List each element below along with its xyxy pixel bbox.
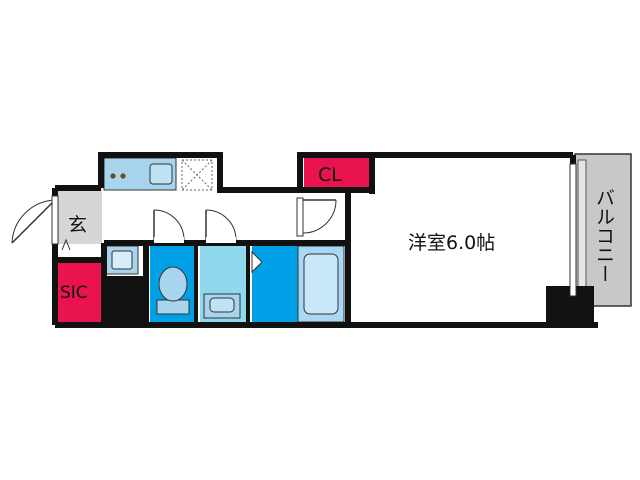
bathroom (251, 245, 345, 323)
stove-burner-icon (110, 173, 116, 179)
entrance-door[interactable] (11, 195, 59, 245)
entrance-floor (58, 188, 102, 244)
balcony: バルコニー (574, 153, 632, 307)
western-room-label: 洋室6.0帖 (408, 232, 495, 254)
room-door[interactable] (296, 197, 337, 237)
toilet-door[interactable] (153, 209, 185, 243)
walls (52, 152, 598, 328)
entrance-label: 玄 (68, 214, 87, 236)
balcony-window[interactable] (569, 163, 577, 297)
sic-closet: SIC (58, 262, 102, 322)
closet-label: CL (318, 164, 342, 186)
sic-label: SIC (60, 283, 88, 303)
toilet-icon (158, 266, 188, 302)
balcony-label: バルコニー (593, 188, 615, 283)
sink-icon (149, 163, 173, 185)
stove-burner-icon (120, 173, 126, 179)
toilet-room (150, 246, 198, 322)
western-room (346, 194, 572, 322)
bathtub-icon (303, 253, 339, 315)
washroom-door[interactable] (205, 209, 237, 243)
storage-block (104, 276, 144, 322)
kitchen (103, 157, 213, 191)
washroom (200, 246, 250, 322)
